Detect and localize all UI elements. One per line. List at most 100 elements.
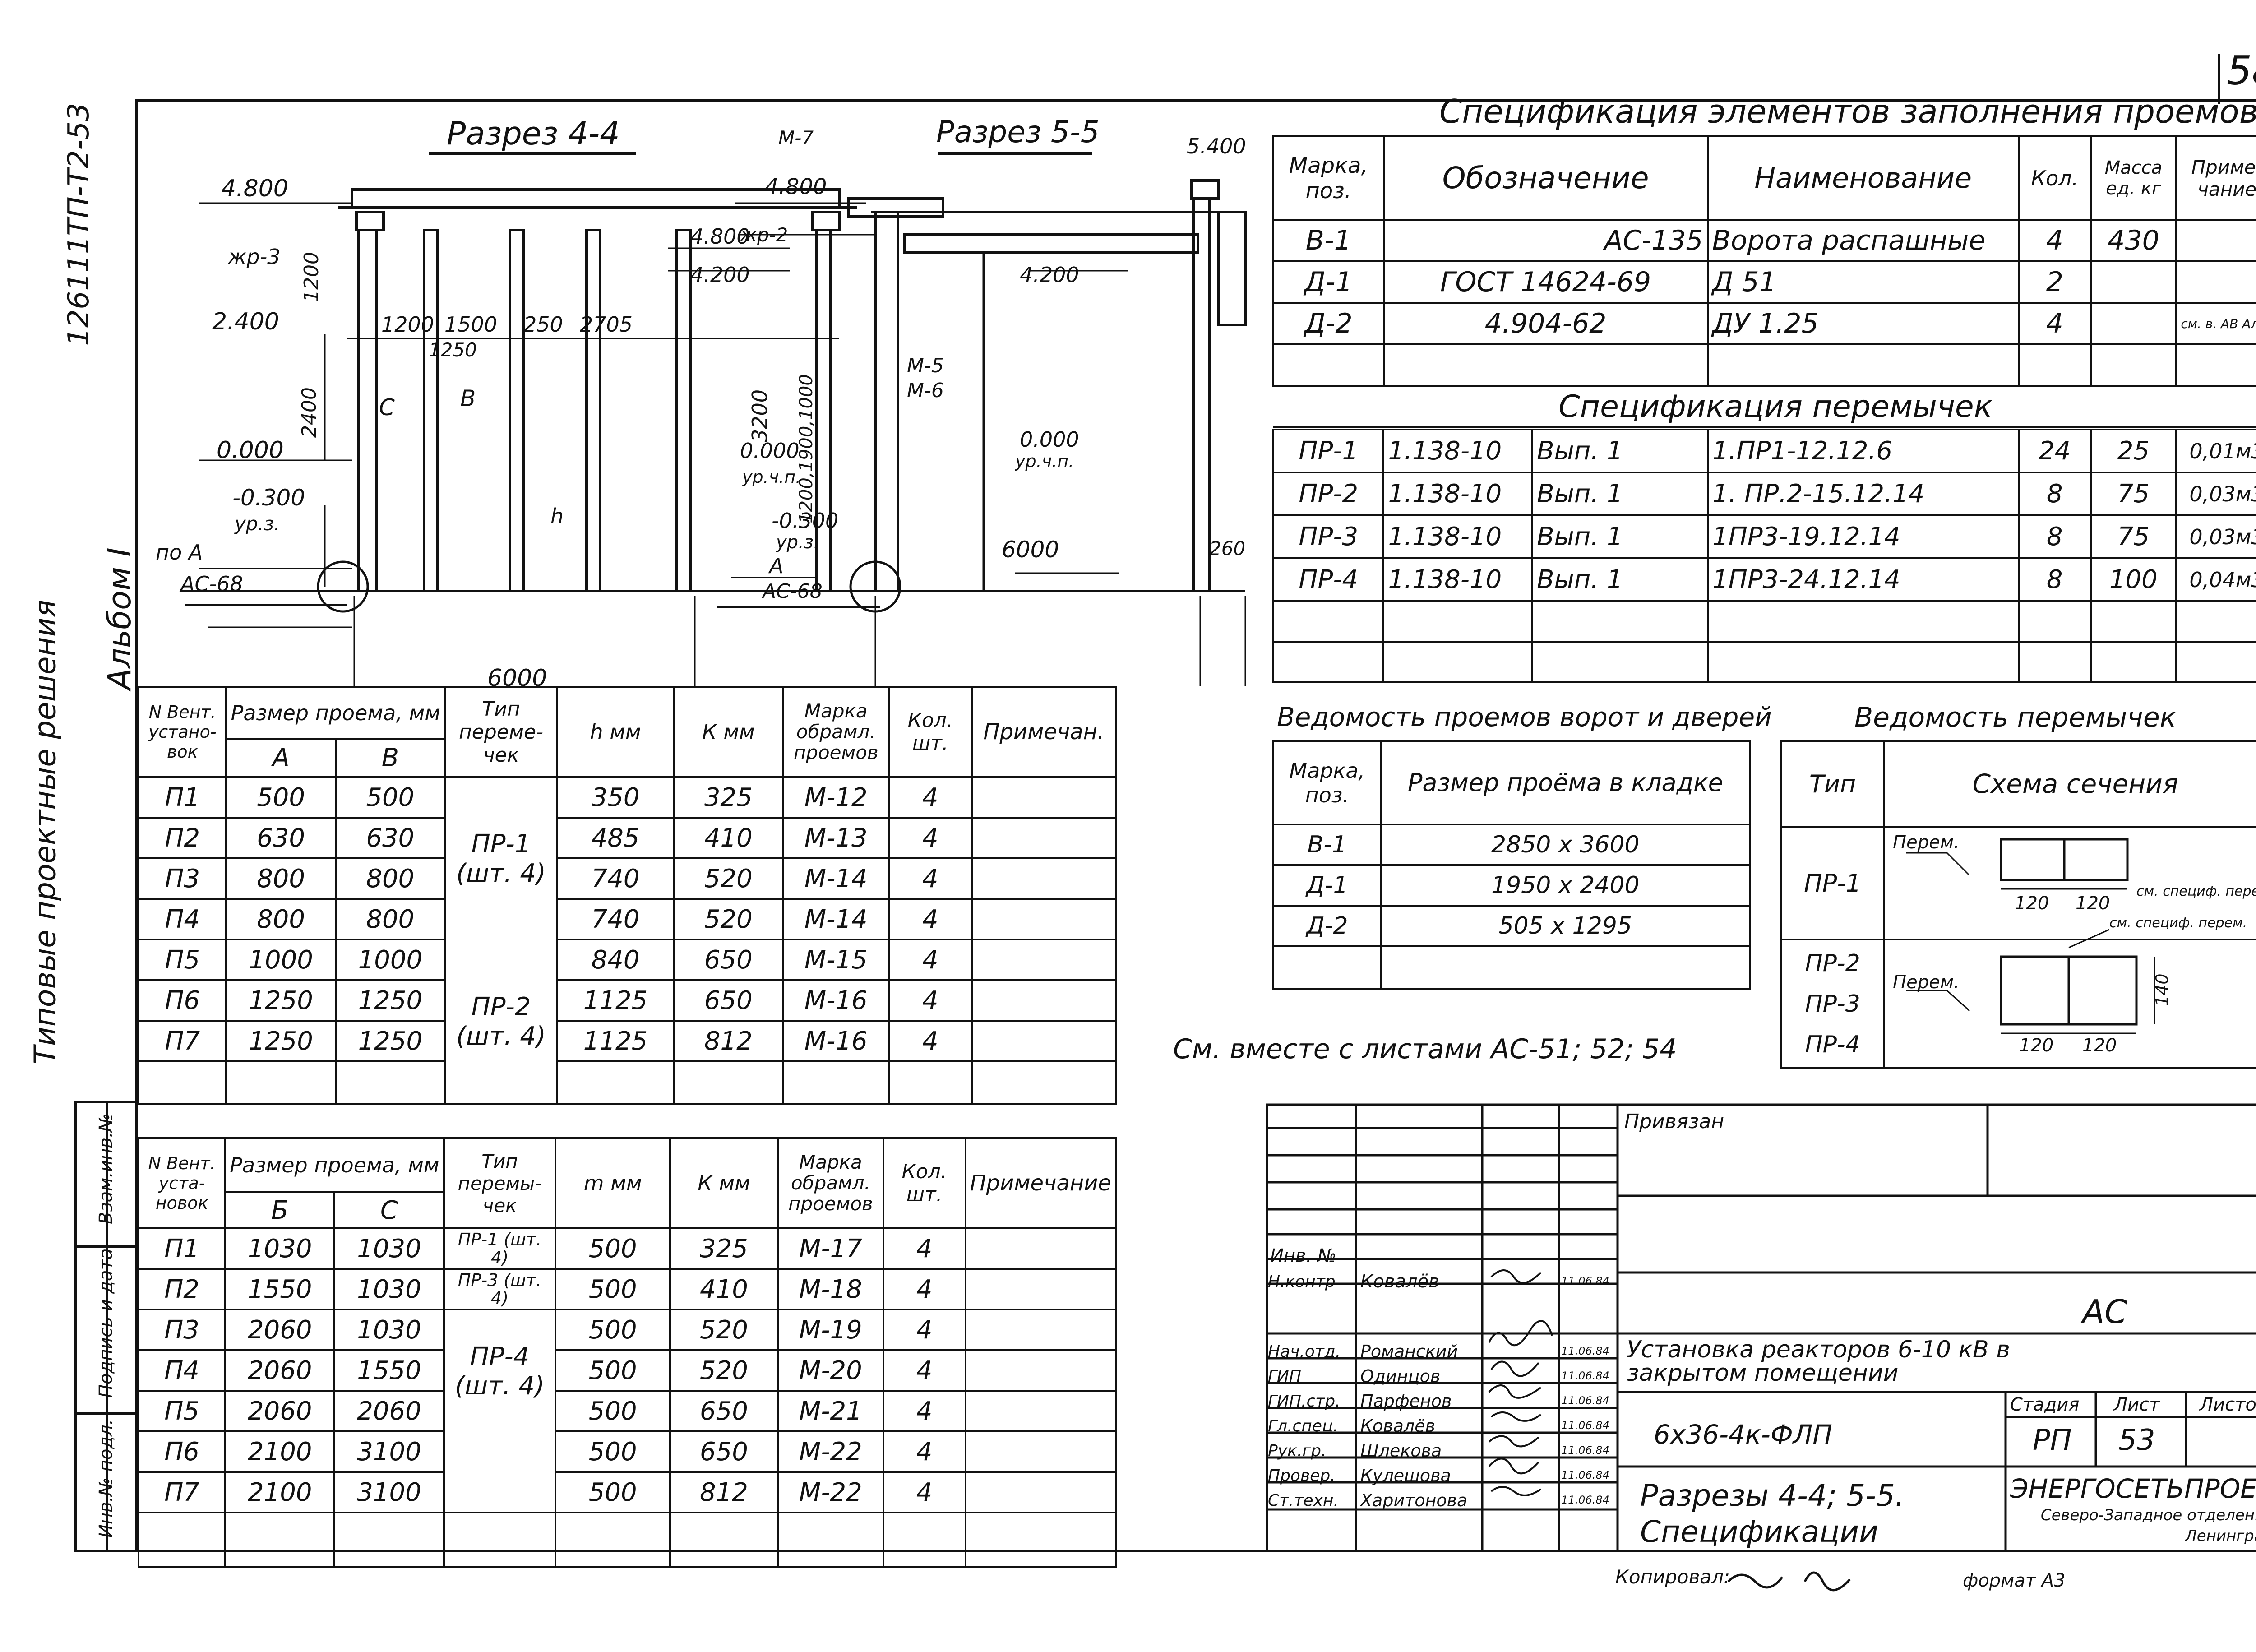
cell: Д-2	[1272, 302, 1385, 345]
cell: 0,01м3	[2175, 429, 2256, 473]
cell: 500	[555, 1309, 671, 1351]
left-stamp-line	[74, 1245, 138, 1248]
lintel-schemes: Перем. 120 120 см. специф. перемычек см.…	[1893, 832, 2256, 1056]
cell: 1250	[334, 1020, 446, 1062]
s44-level: 0.000	[217, 437, 284, 464]
cell: 430	[2090, 219, 2177, 262]
stamp-replace-inv: Взам.инв.№	[96, 1113, 116, 1224]
scheme-label: Перем.	[1893, 972, 1960, 993]
cell: 1250	[225, 979, 337, 1022]
spec-fill-h-name: Наименование	[1706, 135, 2020, 221]
t1-h-size: Размер проема, мм	[225, 686, 446, 740]
s44-title: Разрез 4-4	[447, 115, 620, 152]
t2-sub-b: Б	[224, 1191, 336, 1229]
lintel-list-title: Ведомость перемычек	[1854, 702, 2176, 733]
t1-h-note: Примечан.	[971, 686, 1117, 778]
cell: П6	[137, 1430, 227, 1473]
tb-person: Ковалёв	[1360, 1271, 1439, 1292]
cell: П1	[137, 1227, 227, 1270]
tb-role: Гл.спец.	[1268, 1417, 1338, 1435]
cell: 410	[669, 1268, 779, 1310]
cell: 25	[2090, 429, 2177, 473]
scheme-label: см. специф. перемычек	[2136, 884, 2256, 899]
cell: 8	[2017, 514, 2092, 559]
t2-h-num: N Вент. уста- новок	[137, 1137, 227, 1229]
stamp-sign-date: Подпись и дата	[96, 1248, 116, 1398]
cell: 325	[673, 776, 784, 819]
cell: 2100	[224, 1471, 336, 1513]
cell: 4	[2018, 302, 2092, 345]
s55-dim: 260	[1209, 537, 1245, 560]
cell: 800	[334, 857, 446, 900]
cell: М-13	[782, 817, 890, 859]
cell: 0,04м3	[2175, 557, 2256, 602]
s44-level: 4.800	[221, 175, 288, 202]
s44-dim: 1200	[381, 312, 434, 337]
cell: 840	[556, 939, 675, 981]
cell: Д-2	[1272, 905, 1382, 947]
t1-sub-b: В	[334, 738, 446, 778]
section-4-4	[180, 152, 857, 686]
t2-h-qty: Кол. шт.	[882, 1137, 966, 1229]
cell: 8	[2017, 472, 2092, 516]
s55-label: ур.з.	[776, 532, 819, 553]
cell: М-15	[782, 939, 890, 981]
cell: 75	[2090, 472, 2177, 516]
spec-fill-h-mass: Масса ед. кг	[2090, 135, 2177, 221]
s44-level: -0.300	[232, 485, 305, 511]
cell: 4	[888, 939, 973, 981]
title-block: Привязан Инв. № АС Установка реакторов 6…	[1266, 1103, 2256, 1552]
cell: 650	[673, 979, 784, 1022]
signatures	[1488, 1269, 1553, 1496]
t2-h-type: Тип перемы- чек	[443, 1137, 557, 1229]
tb-stage: РП	[2033, 1424, 2072, 1457]
s55-label: жр-2	[740, 224, 788, 246]
cell: 1250	[334, 979, 446, 1022]
cell: 2	[2018, 260, 2092, 304]
vent-table-2: N Вент. уста- новок Размер проема, мм Ти…	[137, 1137, 1117, 1568]
tb-person: Романский	[1360, 1342, 1458, 1361]
tb-person: Харитонова	[1360, 1490, 1468, 1510]
cell: 1950 х 2400	[1380, 864, 1751, 907]
tb-person: Одинцов	[1360, 1366, 1441, 1386]
s44-dim: 1250	[429, 339, 477, 361]
title-block-grid	[1266, 1103, 2256, 1552]
cell: 1.138-10	[1382, 557, 1534, 602]
t1-h-k: К мм	[673, 686, 784, 778]
page-number: 58	[2227, 47, 2256, 94]
cell: Вып. 1	[1531, 557, 1709, 602]
t2-type-c: ПР-4 (шт. 4)	[443, 1309, 557, 1513]
cell: П7	[137, 1471, 227, 1513]
cell: 4	[888, 979, 973, 1022]
cell: 800	[225, 898, 337, 940]
cell: 500	[555, 1268, 671, 1310]
cell: М-19	[777, 1309, 884, 1351]
cell: Д-1	[1272, 260, 1385, 304]
s44-letter: h	[550, 504, 564, 528]
cell: 1030	[333, 1268, 445, 1310]
cell: П2	[137, 1268, 227, 1310]
t2-h-k: К мм	[669, 1137, 779, 1229]
cell: П4	[137, 898, 227, 940]
cell: М-16	[782, 979, 890, 1022]
tb-role: Нач.отд.	[1268, 1342, 1341, 1361]
scheme-label: 120	[2015, 893, 2049, 914]
cell: П7	[137, 1020, 227, 1062]
t2-type-a: ПР-1 (шт. 4)	[443, 1227, 557, 1270]
cell: 1.138-10	[1382, 429, 1534, 473]
cell: 4	[882, 1390, 966, 1432]
s55-label: ур.ч.п.	[1015, 451, 1074, 471]
s55-level: 5.400	[1187, 134, 1246, 158]
cell: 1030	[224, 1227, 336, 1270]
cell: 650	[669, 1430, 779, 1473]
lintel-h-type: Тип	[1780, 740, 1886, 828]
s55-dim: 3200	[748, 389, 772, 442]
tb-date: 11.06.84	[1561, 1275, 1609, 1287]
cell: 4	[882, 1430, 966, 1473]
spec-fill-h-desig: Обозначение	[1382, 135, 1709, 221]
cell: 24	[2017, 429, 2092, 473]
t1-h-qty: Кол. шт.	[888, 686, 973, 778]
cell: 1. ПР.2-15.12.14	[1707, 472, 2020, 516]
album-code: 126111ТП-Т2-53	[62, 103, 96, 346]
cell: ПР-2	[1272, 472, 1385, 516]
